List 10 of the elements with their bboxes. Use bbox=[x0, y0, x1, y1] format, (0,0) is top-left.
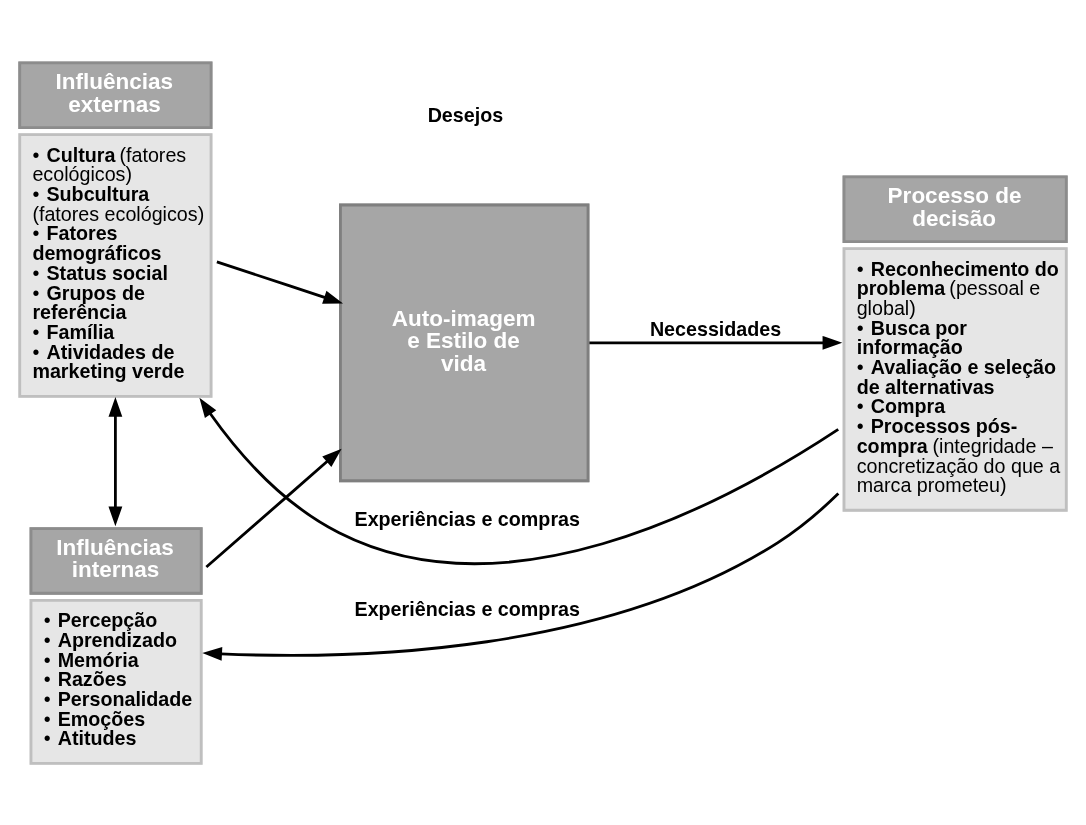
arrow bbox=[205, 448, 342, 569]
arrow bbox=[589, 335, 843, 350]
arrow bbox=[202, 492, 840, 661]
arrow bbox=[199, 397, 839, 565]
label: Desejos bbox=[427, 103, 504, 126]
arrow bbox=[216, 260, 343, 304]
arrow bbox=[108, 397, 123, 527]
edge-label: Experiências e compras bbox=[354, 598, 580, 621]
edge-label: Necessidades bbox=[649, 318, 782, 341]
edge-label: Experiências e compras bbox=[354, 508, 580, 531]
